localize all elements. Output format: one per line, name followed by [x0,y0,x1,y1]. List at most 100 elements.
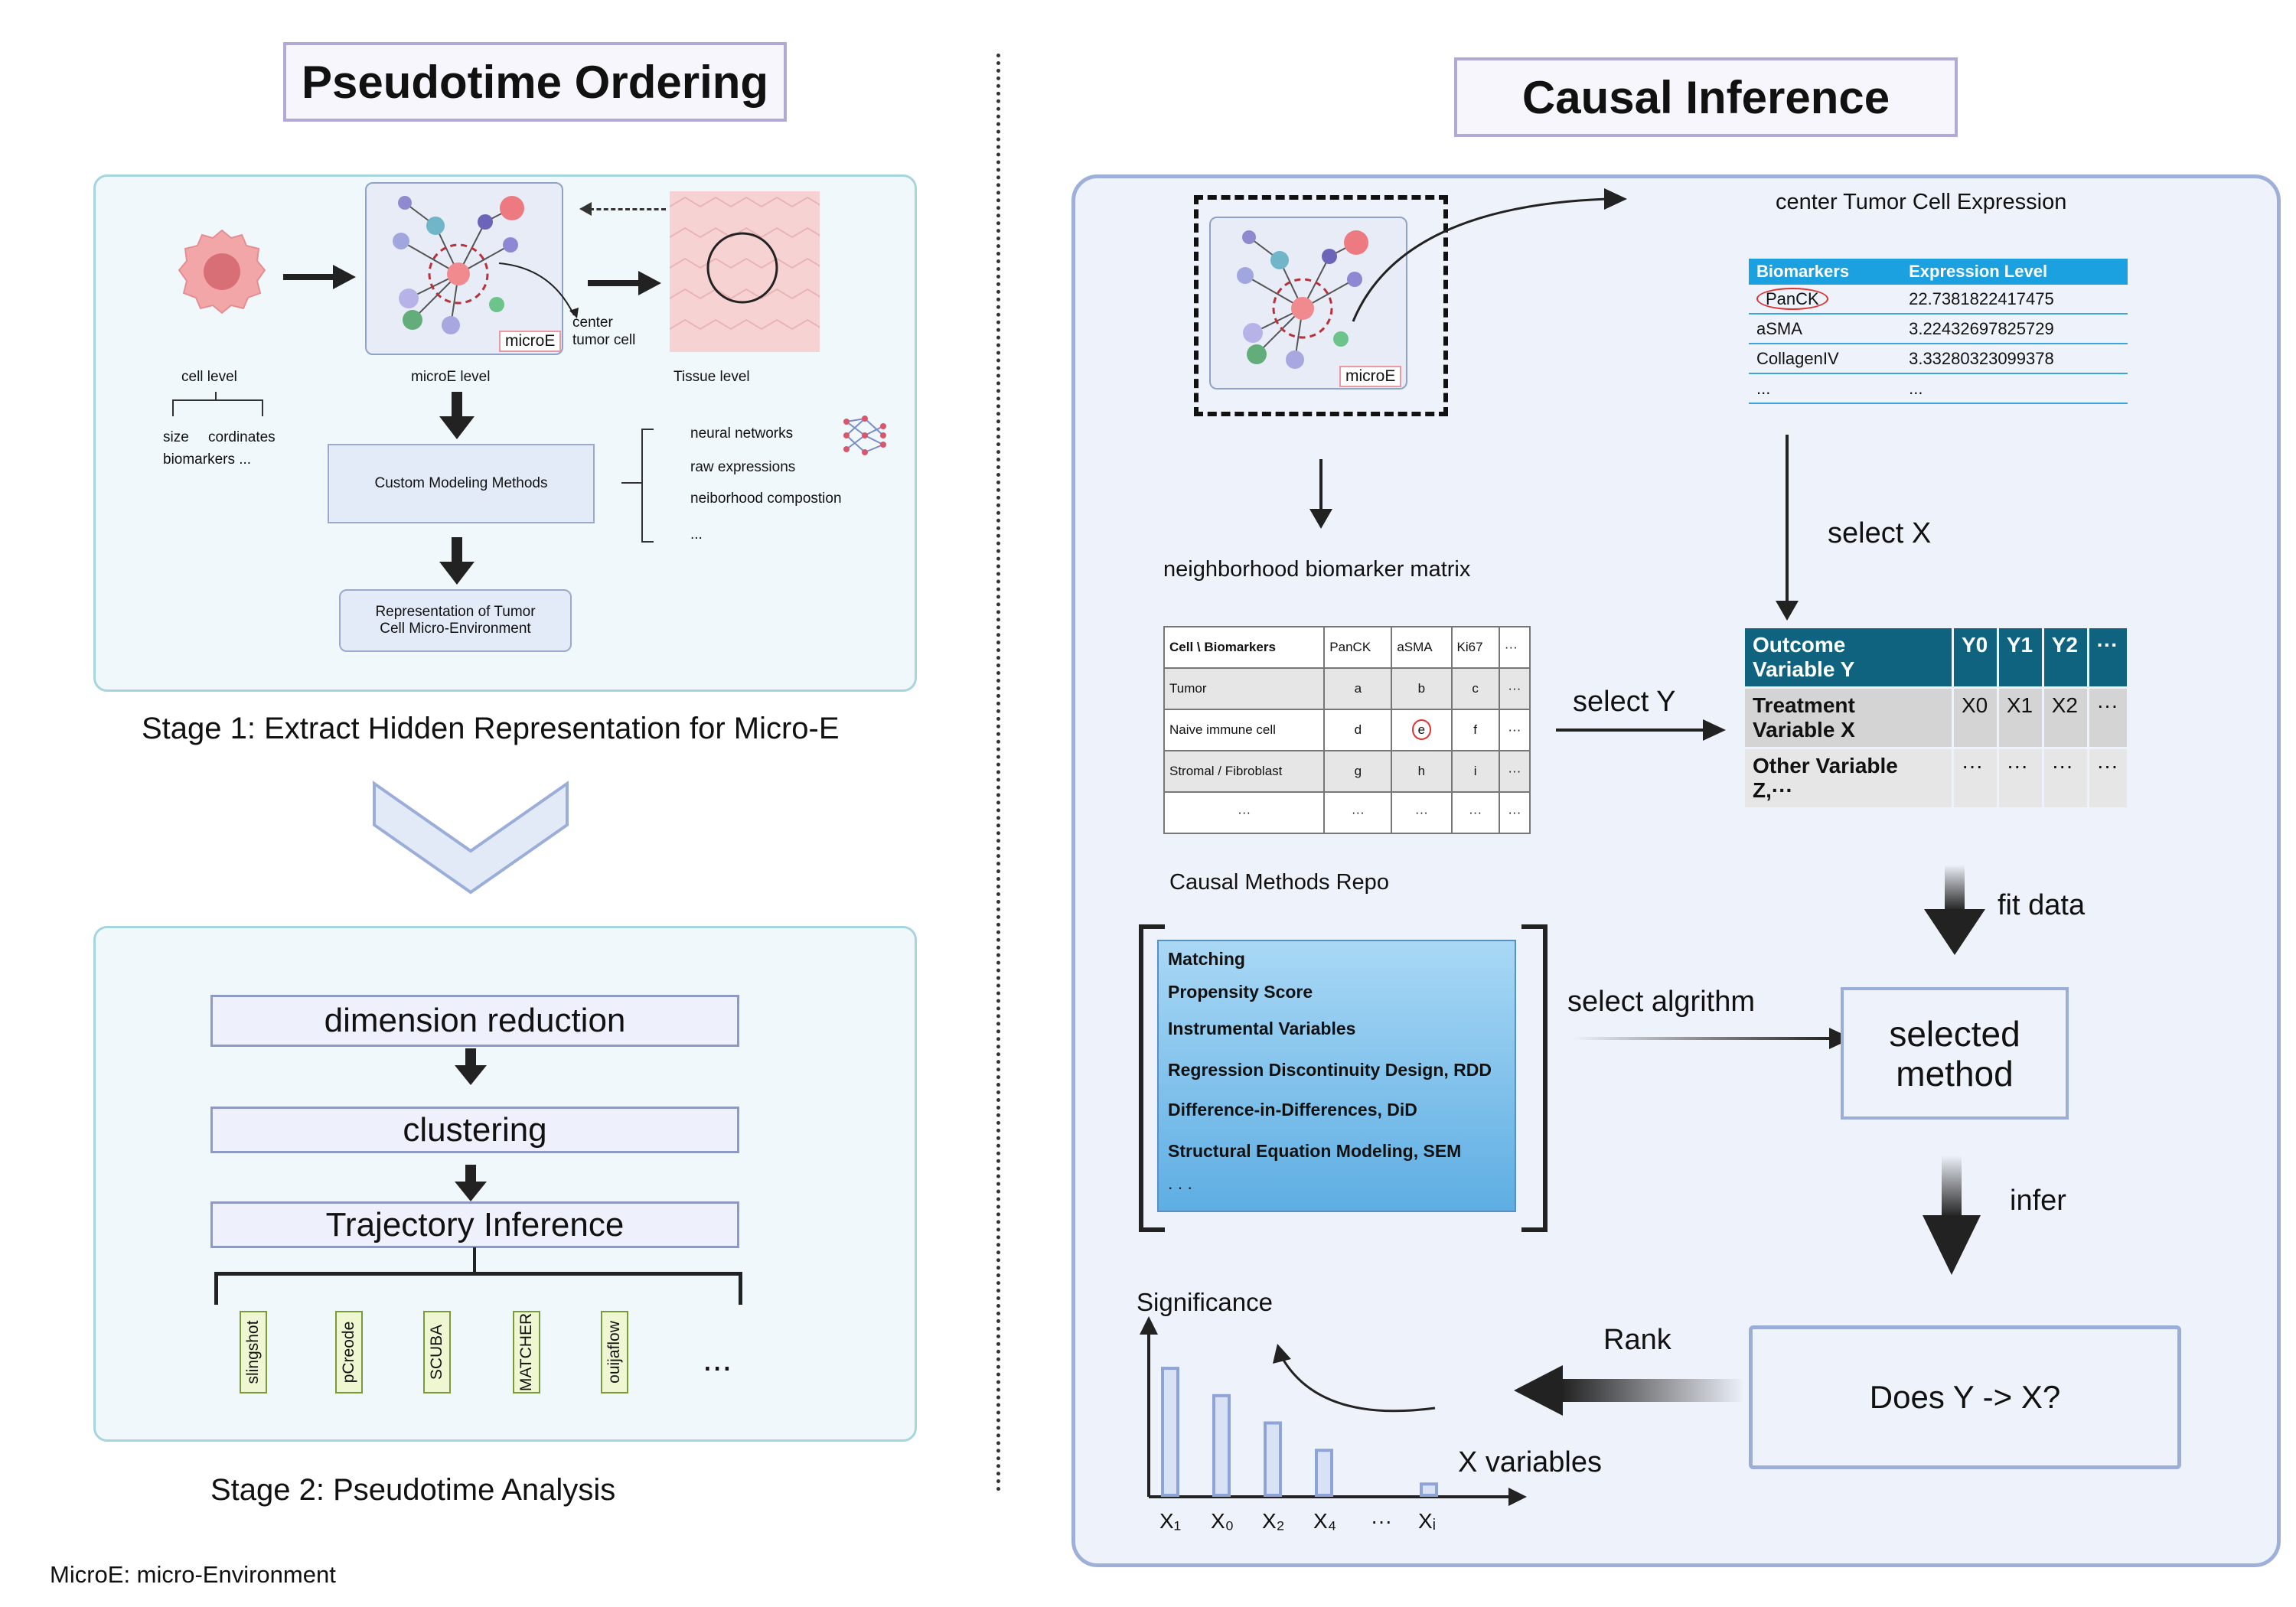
arrow-down-3 [465,1048,476,1067]
variable-table: Outcome Variable Y Y0 Y1 Y2 ··· Treatmen… [1743,626,2129,810]
method-sem: Structural Equation Modeling, SEM [1168,1141,1462,1161]
clustering-step: clustering [210,1107,739,1153]
pseudotime-title: Pseudotime Ordering [283,42,787,122]
biomarker-cell: PanCK [1749,285,1902,315]
method-pcreode: pCreode [335,1311,363,1393]
microe-illustration-right [1209,217,1407,390]
matrix-header: aSMA [1391,626,1453,669]
significance-bar [1212,1393,1231,1497]
matrix-cell: ··· [1498,791,1531,834]
matrix-cell: ··· [1498,667,1531,710]
select-y-label: select Y [1573,686,1676,718]
matrix-cell: ··· [1450,791,1500,834]
selected-method-box: selected method [1841,987,2069,1120]
treatment-x1: X1 [2006,693,2033,717]
option-ellipsis: ... [690,526,703,543]
neighborhood-matrix-table: Cell \ Biomarkers PanCK aSMA Ki67 ··· Tu… [1163,626,1531,834]
treatment-more: ··· [2096,693,2118,717]
significance-bar [1420,1482,1438,1498]
method-matcher: MATCHER [513,1311,540,1393]
arrow-down-microe [1319,459,1322,513]
select-algorithm-label: select algrithm [1567,986,1755,1018]
trajectory-inference-step: Trajectory Inference [210,1201,739,1248]
causal-title: Causal Inference [1454,57,1958,137]
arrow-select-y [1556,729,1709,732]
option-neural-networks: neural networks [690,425,794,442]
method-ouijaflow: ouijaflow [601,1311,628,1393]
biomarker-cell: CollagenIV [1749,344,1902,374]
infer-label: infer [2010,1185,2066,1217]
arrow-select-x [1786,435,1789,603]
microe-selection-box [1194,195,1448,416]
causal-question-box: Does Y -> X? [1749,1325,2181,1469]
microe-illustration [365,182,563,355]
methods-bracket [214,1272,742,1305]
matrix-cell: Tumor [1163,667,1326,710]
arrow-rank [1561,1379,1745,1402]
expression-header: Expression Level [1901,259,2128,285]
biomarker-cell: aSMA [1749,314,1902,344]
method-matching: Matching [1168,949,1245,969]
significance-bar [1315,1449,1333,1497]
matrix-cell: g [1323,750,1393,793]
option-neighborhood-composition: neiborhood compostion [690,491,842,507]
tissue-illustration [670,191,820,352]
matrix-cell: ··· [1391,791,1453,834]
outcome-y1: Y1 [2006,633,2033,657]
matrix-cell: b [1391,667,1453,710]
other-cell: ··· [1962,754,1983,777]
arrow-fit-data [1945,865,1965,911]
matrix-cell: Stromal / Fibroblast [1163,750,1326,793]
arrow-down-2 [452,537,462,563]
feature-biomarkers: biomarkers ... [163,451,252,468]
method-ellipsis: . . . [1168,1173,1192,1193]
neural-network-icon [843,416,886,455]
significance-bar [1161,1367,1179,1497]
outcome-more: ··· [2096,633,2118,657]
repo-bracket-right [1521,924,1548,1232]
bar-tick-label: Xᵢ [1418,1509,1437,1533]
other-variable-label: Other Variable Z,··· [1753,754,1898,802]
bar-tick-label: X₀ [1211,1509,1234,1533]
dashed-back-arrow [589,208,666,210]
causal-repo-label: Causal Methods Repo [1169,870,1389,895]
matrix-cell: e [1391,709,1453,751]
matrix-header: ··· [1498,626,1531,669]
significance-bar [1264,1421,1282,1497]
microe-level-label: microE level [411,369,491,385]
tissue-level-label: Tissue level [673,369,750,385]
treatment-x2: X2 [2051,693,2078,717]
treatment-variable-label: Treatment Variable X [1753,693,1855,742]
method-instrumental-variables: Instrumental Variables [1168,1019,1356,1038]
other-cell: ··· [2051,754,2073,777]
expression-cell: 3.33280323099378 [1901,344,2128,374]
treatment-x0: X0 [1962,693,1988,717]
matrix-cell: a [1323,667,1393,710]
arrow-microe-to-tissue [588,280,641,286]
rank-label: Rank [1603,1324,1671,1356]
method-rdd: Regression Discontinuity Design, RDD [1168,1060,1492,1080]
rank-curve-arrow [1280,1357,1436,1413]
matrix-cell: Naive immune cell [1163,709,1326,751]
matrix-cell: d [1323,709,1393,751]
significance-axis-label: Significance [1137,1288,1273,1316]
repo-bracket-left [1139,924,1165,1232]
custom-modeling-methods-box: Custom Modeling Methods [328,444,595,523]
representation-box: Representation of Tumor Cell Micro-Envir… [339,589,572,652]
stage1-caption: Stage 1: Extract Hidden Representation f… [142,712,840,745]
chevron-down-icon [373,781,569,895]
microe-tag: microE [499,331,562,352]
expression-cell: 22.7381822417475 [1901,285,2128,315]
bar-tick-label: X₁ [1159,1509,1182,1533]
bar-tick-label: X₄ [1313,1509,1337,1533]
biomarker-cell: ... [1749,373,1902,404]
bar-tick-label: X₂ [1262,1509,1285,1533]
arrow-select-algorithm [1573,1037,1833,1040]
center-tumor-cell-label: center tumor cell [572,315,636,348]
expression-cell: 3.22432697825729 [1901,314,2128,344]
method-slingshot: slingshot [240,1311,267,1393]
method-options-bracket [641,429,654,543]
tumor-cell-icon [178,229,266,315]
outcome-variable-header: Outcome Variable Y [1753,633,1855,681]
arrow-infer [1942,1156,1962,1217]
